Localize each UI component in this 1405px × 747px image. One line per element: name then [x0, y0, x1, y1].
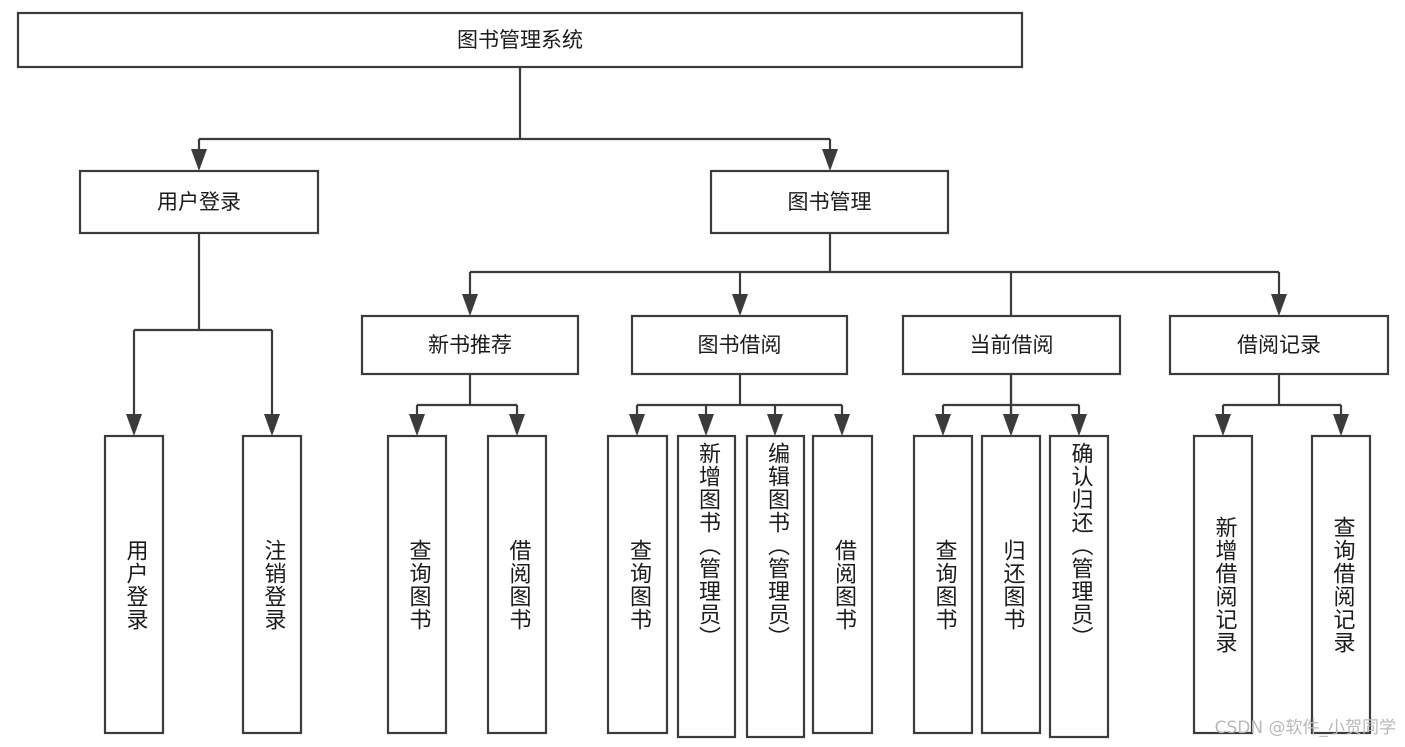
- arrowhead-icon: [1003, 414, 1019, 436]
- connector-layer: [126, 67, 1349, 436]
- label-root: 图书管理系统: [457, 28, 583, 52]
- leaf-node-leaf-query-book-recommend[interactable]: [386, 434, 448, 735]
- leaf-node-leaf-add-borrow-record[interactable]: [1192, 434, 1254, 735]
- arrowhead-icon: [834, 414, 850, 436]
- arrowhead-icon: [698, 414, 714, 436]
- arrowhead-icon: [409, 414, 425, 436]
- arrowhead-icon: [1271, 294, 1287, 316]
- connector-group-conn-root-split: [191, 67, 838, 171]
- level2-node-borrow-record[interactable]: [1168, 314, 1390, 376]
- box-layer: [16, 11, 1390, 739]
- connector-group-conn-new-book-split: [409, 374, 525, 436]
- leaf-node-leaf-confirm-return-admin[interactable]: [1048, 434, 1110, 739]
- label-user-login: 用户登录: [157, 190, 241, 214]
- level2-node-book-borrow[interactable]: [630, 314, 849, 376]
- label-current-borrow: 当前借阅: [970, 333, 1054, 357]
- arrowhead-icon: [629, 414, 645, 436]
- arrowhead-icon: [126, 414, 142, 436]
- leaf-node-leaf-add-book-admin[interactable]: [676, 434, 737, 739]
- arrowhead-icon: [935, 414, 951, 436]
- leaf-node-leaf-user-login[interactable]: [103, 434, 165, 735]
- level2-node-new-book-recommend[interactable]: [360, 314, 580, 376]
- connector-group-conn-borrow-record-split: [1215, 374, 1349, 436]
- arrowhead-icon: [462, 294, 478, 316]
- arrowhead-icon: [822, 149, 838, 171]
- label-book-borrow: 图书借阅: [698, 333, 782, 357]
- connector-group-conn-book-management-split: [462, 233, 1287, 436]
- arrowhead-icon: [509, 414, 525, 436]
- leaf-node-leaf-user-logout[interactable]: [241, 434, 303, 735]
- connector-group-conn-current-borrow-split: [935, 374, 1087, 436]
- leaf-node-leaf-query-book-current[interactable]: [912, 434, 974, 735]
- arrowhead-icon: [1071, 414, 1087, 436]
- label-new-book-recommend: 新书推荐: [428, 333, 512, 357]
- label-book-management: 图书管理: [788, 190, 872, 214]
- leaf-node-leaf-query-book[interactable]: [606, 434, 669, 735]
- root-node-root[interactable]: [16, 11, 1024, 69]
- level2-node-current-borrow[interactable]: [901, 314, 1122, 376]
- csdn-watermark: CSDN @软件_小贺同学: [1215, 718, 1396, 738]
- leaf-node-leaf-query-borrow-record[interactable]: [1310, 434, 1372, 735]
- arrowhead-icon: [767, 414, 783, 436]
- leaf-node-leaf-borrow-book[interactable]: [811, 434, 874, 735]
- leaf-node-leaf-edit-book-admin[interactable]: [745, 434, 806, 739]
- connector-group-conn-book-borrow-split: [629, 374, 850, 436]
- leaf-node-leaf-borrow-book-recommend[interactable]: [486, 434, 548, 735]
- leaf-node-leaf-return-book[interactable]: [980, 434, 1042, 735]
- connector-group-conn-user-login-split: [126, 233, 280, 436]
- arrowhead-icon: [1215, 414, 1231, 436]
- level1-node-book-management[interactable]: [709, 169, 950, 235]
- label-borrow-record: 借阅记录: [1237, 333, 1321, 357]
- level1-node-user-login[interactable]: [78, 169, 320, 235]
- arrowhead-icon: [264, 414, 280, 436]
- arrowhead-icon: [191, 149, 207, 171]
- arrowhead-icon: [732, 294, 748, 316]
- arrowhead-icon: [1333, 414, 1349, 436]
